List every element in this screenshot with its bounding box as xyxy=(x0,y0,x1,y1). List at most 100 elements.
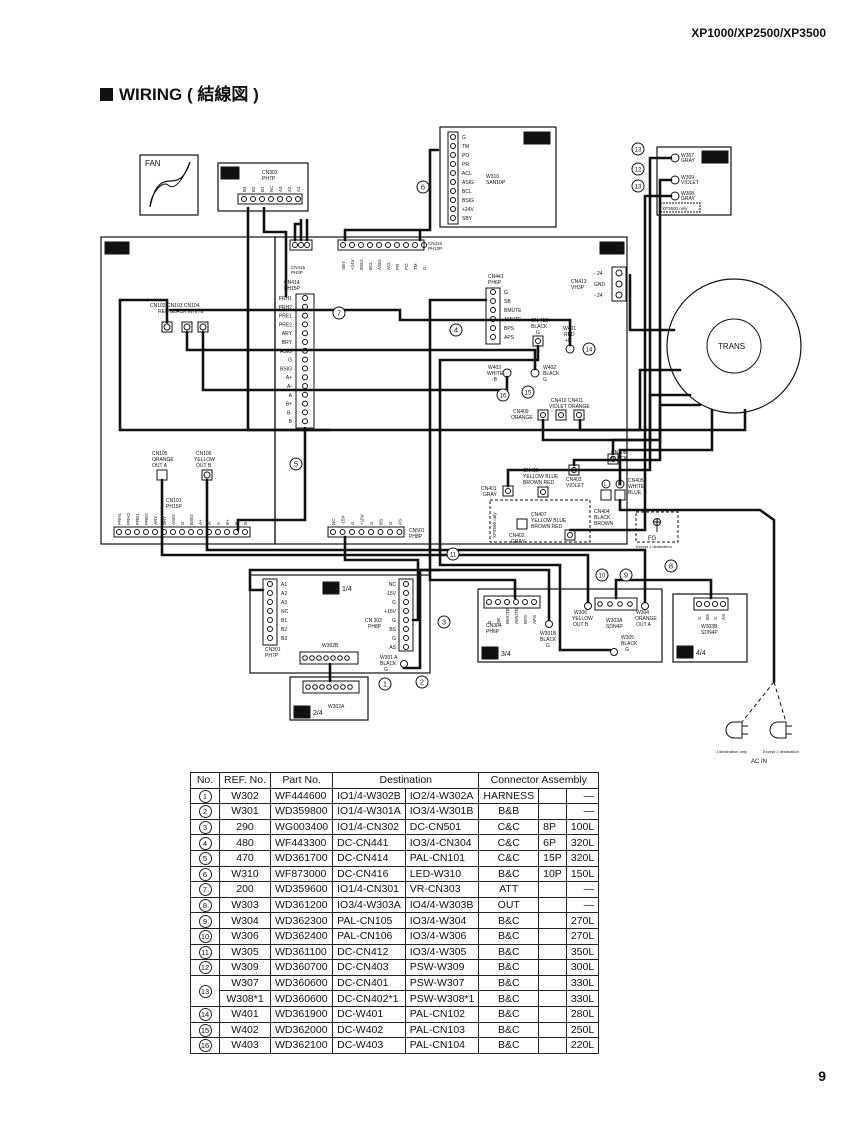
svg-text:B3: B3 xyxy=(242,186,247,192)
cell-no: 12 xyxy=(190,959,220,976)
cell-pin-count xyxy=(538,803,567,820)
svg-text:VIOLET: VIOLET xyxy=(681,180,699,186)
svg-text:G: G xyxy=(536,330,540,336)
cell-part: WD359600 xyxy=(270,881,334,898)
cell-part: WD362100 xyxy=(270,1037,334,1054)
cell-part: WD360600 xyxy=(270,974,334,992)
svg-text:BSIG: BSIG xyxy=(359,259,364,270)
svg-text:A3: A3 xyxy=(278,186,283,192)
svg-text:BLACK: BLACK xyxy=(540,637,557,643)
cell-no: 13 xyxy=(190,974,220,1007)
svg-text:CN409: CN409 xyxy=(513,409,529,415)
svg-text:A1: A1 xyxy=(281,582,287,588)
svg-text:CN407: CN407 xyxy=(531,512,547,518)
cell-ref: W307 xyxy=(218,974,272,992)
cell-assembly-type: B&C xyxy=(478,865,540,883)
cell-no: 9 xyxy=(190,912,220,929)
svg-text:B+: B+ xyxy=(225,519,230,525)
circled-number-icon: 14 xyxy=(198,1008,212,1022)
circled-number-icon: 8 xyxy=(198,899,212,913)
svg-text:PRH2: PRH2 xyxy=(279,305,293,311)
svg-text:3: 3 xyxy=(442,618,446,627)
cell-assembly-type: B&C xyxy=(478,927,540,945)
svg-text:12: 12 xyxy=(635,168,642,174)
svg-text:G: G xyxy=(543,377,547,383)
svg-text:PRE2: PRE2 xyxy=(279,322,292,328)
svg-text:+15V: +15V xyxy=(384,609,396,615)
svg-text:-15V: -15V xyxy=(385,591,396,597)
svg-text:OUT B: OUT B xyxy=(573,622,589,628)
svg-text:ARY: ARY xyxy=(282,331,293,337)
cell-destination-from: IO1/4-W302B xyxy=(332,787,406,805)
svg-text:DC: DC xyxy=(604,244,616,253)
svg-text:PH6P: PH6P xyxy=(486,629,500,635)
svg-text:XP3500 only: XP3500 only xyxy=(492,512,497,538)
svg-text:TM: TM xyxy=(413,263,418,270)
svg-text:OUT A: OUT A xyxy=(152,463,168,469)
svg-text:G: G xyxy=(546,643,550,649)
svg-text:CN441: CN441 xyxy=(488,274,504,280)
section-title: WIRING ( 結線図 ) xyxy=(100,80,259,105)
cell-assembly-type: C&C xyxy=(478,849,540,867)
cell-no: 6 xyxy=(190,865,220,883)
cell-ref: W306 xyxy=(218,927,272,945)
svg-text:5: 5 xyxy=(294,460,298,469)
svg-text:B+: B+ xyxy=(286,402,292,408)
svg-text:APS: APS xyxy=(504,335,515,341)
svg-text:+24V: +24V xyxy=(350,259,355,270)
svg-text:IO: IO xyxy=(327,584,335,593)
svg-text:6: 6 xyxy=(421,183,425,192)
svg-text:BS: BS xyxy=(705,614,710,620)
cell-part: WD359800 xyxy=(270,803,334,820)
square-bullet-icon xyxy=(100,88,113,101)
svg-text:PR: PR xyxy=(462,162,469,168)
svg-text:13: 13 xyxy=(635,148,642,154)
cell-destination-from: IO1/4-CN302 xyxy=(332,818,406,836)
cell-pin-count xyxy=(538,912,567,929)
cell-part: WD361100 xyxy=(270,943,334,961)
svg-text:YELLOW BLUE: YELLOW BLUE xyxy=(531,518,567,524)
cell-destination-to: IO3/4-CN304 xyxy=(404,834,480,851)
svg-text:13: 13 xyxy=(635,185,642,191)
col-part: Part No. xyxy=(270,772,334,789)
svg-text:ARY: ARY xyxy=(153,516,158,525)
svg-text:CN405: CN405 xyxy=(628,478,644,484)
svg-text:B2: B2 xyxy=(281,627,287,633)
cell-destination-from: DC-CN412 xyxy=(332,943,406,961)
svg-text:VIOLET ORANGE: VIOLET ORANGE xyxy=(549,404,590,410)
ac-inlet: J destination only Except J destination … xyxy=(716,681,799,765)
cell-ref: W303 xyxy=(218,896,272,914)
svg-text:B1: B1 xyxy=(260,186,265,192)
svg-text:G: G xyxy=(384,667,388,673)
cell-no: 10 xyxy=(190,927,220,945)
cell-destination-from: DC-CN414 xyxy=(332,849,406,867)
svg-text:SB: SB xyxy=(504,299,511,305)
cell-part: WG003400 xyxy=(270,818,334,836)
svg-text:BS: BS xyxy=(389,627,396,633)
cell-ref: 200 xyxy=(218,881,272,898)
svg-text:A+: A+ xyxy=(198,519,203,525)
circled-number-icon: 13 xyxy=(198,984,212,998)
svg-text:PRH1: PRH1 xyxy=(117,512,122,525)
col-ref: REF. No. xyxy=(218,772,272,789)
svg-text:B-: B- xyxy=(234,520,239,525)
svg-text:CN304: CN304 xyxy=(486,623,502,629)
fan-unit: FAN xyxy=(139,154,199,216)
svg-text:15: 15 xyxy=(525,391,532,397)
circled-number-icon: 5 xyxy=(198,852,212,866)
svg-text:VIOLET: VIOLET xyxy=(566,483,584,489)
svg-text:YELLOW: YELLOW xyxy=(572,616,593,622)
cell-no: 3 xyxy=(190,818,220,836)
svg-text:SBY: SBY xyxy=(341,261,346,270)
svg-text:G: G xyxy=(392,600,396,606)
cell-pin-count xyxy=(538,1005,567,1023)
